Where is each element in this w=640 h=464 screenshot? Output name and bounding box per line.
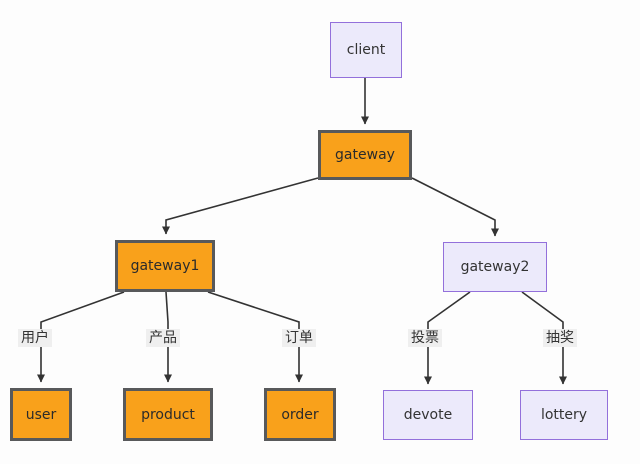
edge-gateway1-to-order: [207, 291, 303, 383]
node-label: client: [346, 42, 386, 58]
node-gateway[interactable]: gateway: [318, 130, 412, 180]
node-label: gateway2: [460, 259, 530, 275]
node-label: devote: [403, 407, 453, 423]
label-product: 产品: [146, 329, 180, 347]
edge-gateway2-to-lottery: [521, 291, 567, 385]
edge-gateway2-to-devote: [424, 291, 471, 385]
edge-gateway1-to-product: [164, 291, 172, 383]
label-user: 用户: [18, 329, 52, 347]
node-client[interactable]: client: [330, 22, 402, 78]
node-label: gateway1: [130, 258, 200, 274]
edge-gateway-to-gateway2: [411, 177, 499, 237]
edge-gateway1-to-user: [37, 291, 125, 383]
node-label: lottery: [540, 407, 588, 423]
node-gateway1[interactable]: gateway1: [115, 240, 215, 292]
label-lottery: 抽奖: [543, 329, 577, 347]
node-label: product: [141, 406, 195, 423]
edge-gateway-to-gateway1: [162, 177, 319, 235]
node-label: gateway: [335, 147, 395, 163]
label-devote: 投票: [408, 329, 442, 347]
node-order[interactable]: order: [264, 388, 336, 441]
node-lottery[interactable]: lottery: [520, 390, 608, 440]
node-gateway2[interactable]: gateway2: [443, 242, 547, 292]
node-product[interactable]: product: [123, 388, 213, 441]
node-label: order: [281, 406, 319, 423]
node-devote[interactable]: devote: [383, 390, 473, 440]
node-label: user: [25, 406, 57, 423]
node-user[interactable]: user: [10, 388, 72, 441]
label-order: 订单: [282, 329, 316, 347]
edge-paths: [37, 78, 567, 385]
